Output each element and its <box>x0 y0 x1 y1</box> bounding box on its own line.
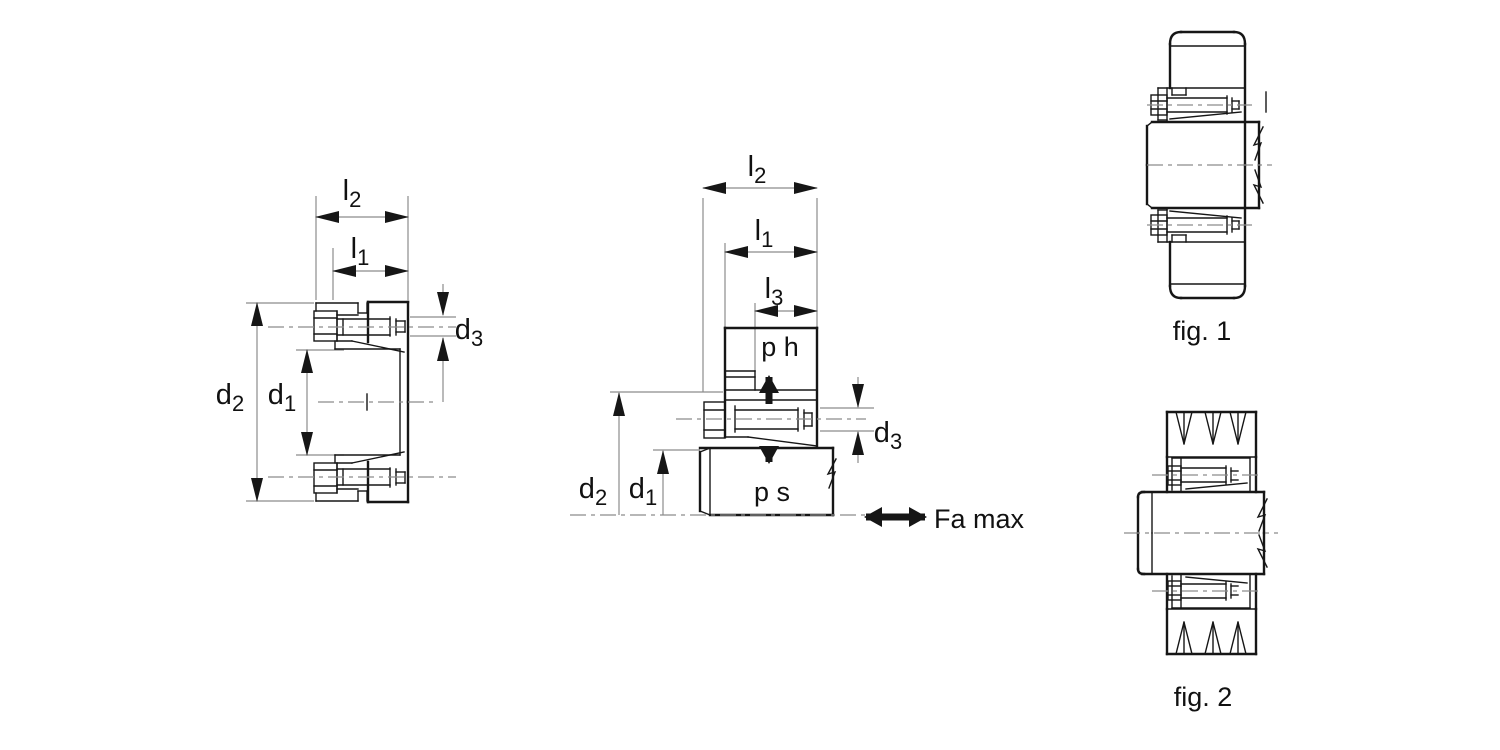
lv-taper-line <box>351 340 405 353</box>
lv-label-d3-sub: 3 <box>471 326 483 351</box>
fig2-top-half <box>1136 410 1268 535</box>
lv-label-d2-sub: 2 <box>232 391 244 416</box>
fig1-shaft-break-mark <box>1252 126 1264 161</box>
mv-label-l2: l2 <box>748 151 767 188</box>
mv-label-l3: l3 <box>765 273 784 310</box>
mv-label-l1-sub: 1 <box>761 227 773 252</box>
shaft-pressure-label: p s <box>754 477 790 507</box>
lv-label-l1-sub: 1 <box>357 245 369 270</box>
lv-label-l2-sub: 2 <box>349 187 361 212</box>
mv-label-l3-base: l <box>765 273 771 305</box>
mv-screw-hex-head <box>703 401 726 439</box>
fig1-hub-assembly: fig. 1 <box>1145 30 1272 346</box>
lv-label-d3: d3 <box>455 314 483 351</box>
fig2-caption: fig. 2 <box>1174 682 1233 712</box>
mv-label-d2: d2 <box>579 473 607 510</box>
lv-label-d2-base: d <box>216 379 232 411</box>
lv-label-d1: d1 <box>268 379 296 416</box>
mv-label-d1: d1 <box>629 473 657 510</box>
lv-label-l1: l1 <box>351 233 370 270</box>
lv-label-d1-base: d <box>268 379 284 411</box>
mv-label-d2-sub: 2 <box>595 485 607 510</box>
mv-label-l2-sub: 2 <box>754 163 766 188</box>
mv-taper-line <box>747 436 818 447</box>
mv-label-l3-sub: 3 <box>771 285 783 310</box>
mv-shaft-break-mark <box>826 458 837 489</box>
mv-label-d3-base: d <box>874 417 890 449</box>
mv-label-l1-base: l <box>755 215 761 247</box>
axial-force-label: Fa max <box>934 504 1025 534</box>
lv-label-d1-sub: 1 <box>284 391 296 416</box>
mv-label-d3-sub: 3 <box>890 429 902 454</box>
fig1-top-half <box>1145 30 1264 167</box>
hub-pressure-label: p h <box>761 332 799 362</box>
fig1-taper-line <box>1169 111 1242 120</box>
fig2-v-grooves <box>1175 411 1247 445</box>
left-section-view: l2 l1 d2 d1 d3 <box>216 175 483 504</box>
lv-label-l2: l2 <box>343 175 362 212</box>
fig2-shaft-break-mark <box>1256 498 1268 532</box>
middle-mounted-view: l2 l1 l3 d2 d1 d3 p h p s Fa max <box>570 151 1025 534</box>
mv-label-d3: d3 <box>874 417 902 454</box>
fig2-taper-line <box>1185 482 1248 490</box>
mv-label-d2-base: d <box>579 473 595 505</box>
lv-label-d3-base: d <box>455 314 471 346</box>
lv-label-l1-base: l <box>351 233 357 265</box>
fig2-pulley-assembly: fig. 2 <box>1124 410 1278 712</box>
mv-label-d1-base: d <box>629 473 645 505</box>
mv-label-l2-base: l <box>748 151 754 183</box>
lv-label-d2: d2 <box>216 379 244 416</box>
mv-label-d1-sub: 1 <box>645 485 657 510</box>
fig1-caption: fig. 1 <box>1173 316 1232 346</box>
lv-label-l2-base: l <box>343 175 349 207</box>
mv-label-l1: l1 <box>755 215 774 252</box>
lv-clamp-top-half <box>268 300 456 404</box>
